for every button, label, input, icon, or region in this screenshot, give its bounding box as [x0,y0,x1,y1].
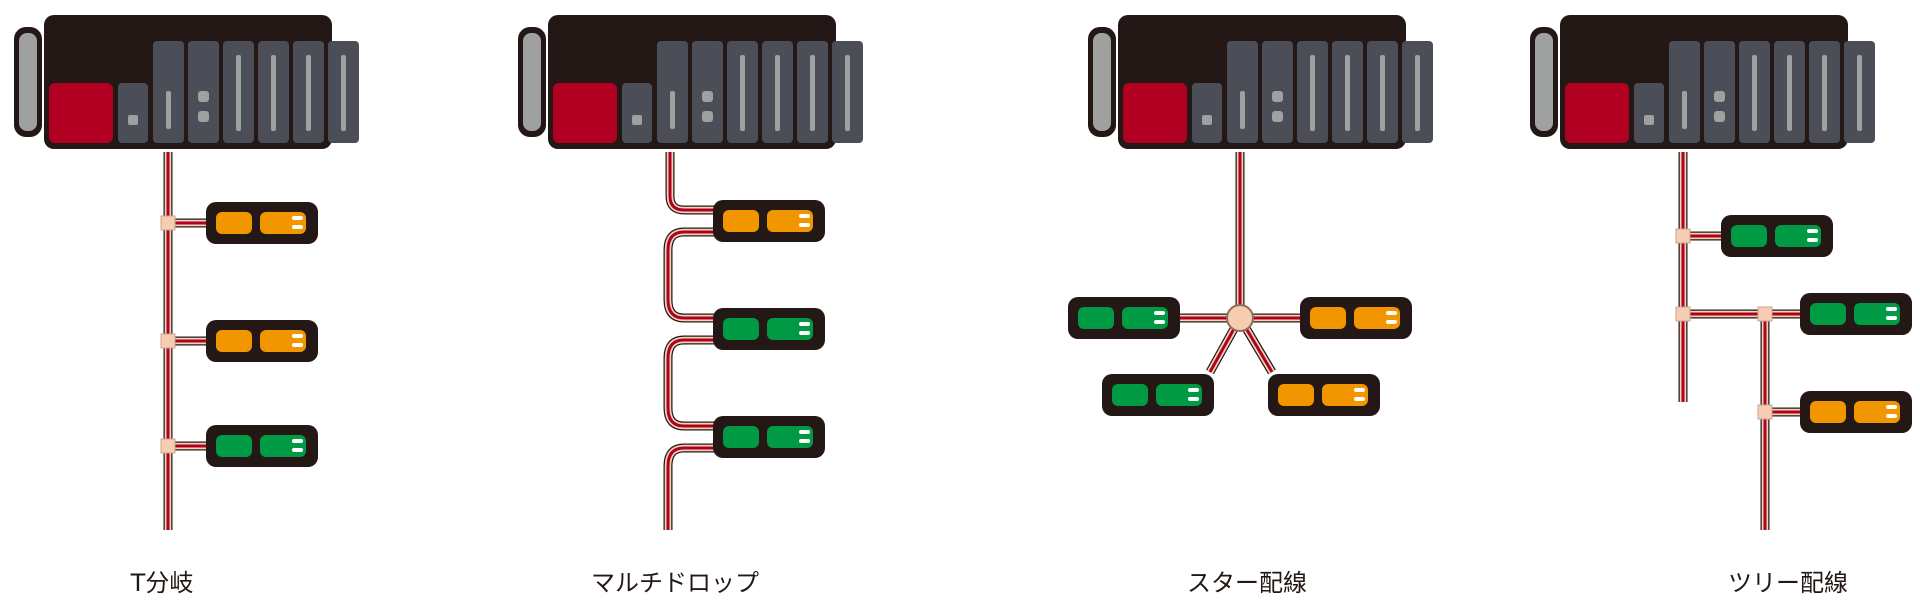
device-star-1 [1068,297,1180,339]
multidrop-cable-3 [663,335,715,431]
device-star-2 [1300,297,1412,339]
tee-connector [1675,306,1691,322]
plc-cpu-module [118,83,148,143]
caption-tree: ツリー配線 [1728,569,1848,597]
device-tree-1 [1721,215,1833,257]
caption-t-branch: T分岐 [130,569,194,597]
device-t-branch-3 [206,425,318,467]
caption-multidrop: マルチドロップ [591,569,759,597]
tee-connector [160,333,176,349]
caption-star: スター配線 [1187,569,1307,597]
device-tree-3 [1800,391,1912,433]
plc-handle-grip [19,33,37,131]
plc-star [1088,15,1433,149]
device-tree-2 [1800,293,1912,335]
plc-power-module [1565,83,1629,143]
multidrop-cable-4 [663,443,715,530]
plc-cpu-module [1192,83,1222,143]
tee-connector [1675,228,1691,244]
tee-connector [1757,306,1773,322]
plc-power-module [1123,83,1187,143]
multidrop-cable-2 [663,227,715,323]
plc-tree [1530,15,1875,149]
plc-power-module [49,83,113,143]
star-hub [1226,304,1254,332]
device-star-3 [1102,374,1214,416]
tee-connector [1757,404,1773,420]
device-multidrop-1 [713,200,825,242]
plc-handle-grip [523,33,541,131]
plc-cpu-module [622,83,652,143]
plc-handle-grip [1093,33,1111,131]
device-t-branch-1 [206,202,318,244]
device-multidrop-3 [713,416,825,458]
plc-handle-grip [1535,33,1553,131]
plc-t-branch [14,15,359,149]
device-star-4 [1268,374,1380,416]
tee-connector [160,438,176,454]
plc-multidrop [518,15,863,149]
plc-power-module [553,83,617,143]
plc-cpu-module [1634,83,1664,143]
multidrop-cable-1 [665,152,715,215]
device-t-branch-2 [206,320,318,362]
device-multidrop-2 [713,308,825,350]
tee-connector [160,215,176,231]
